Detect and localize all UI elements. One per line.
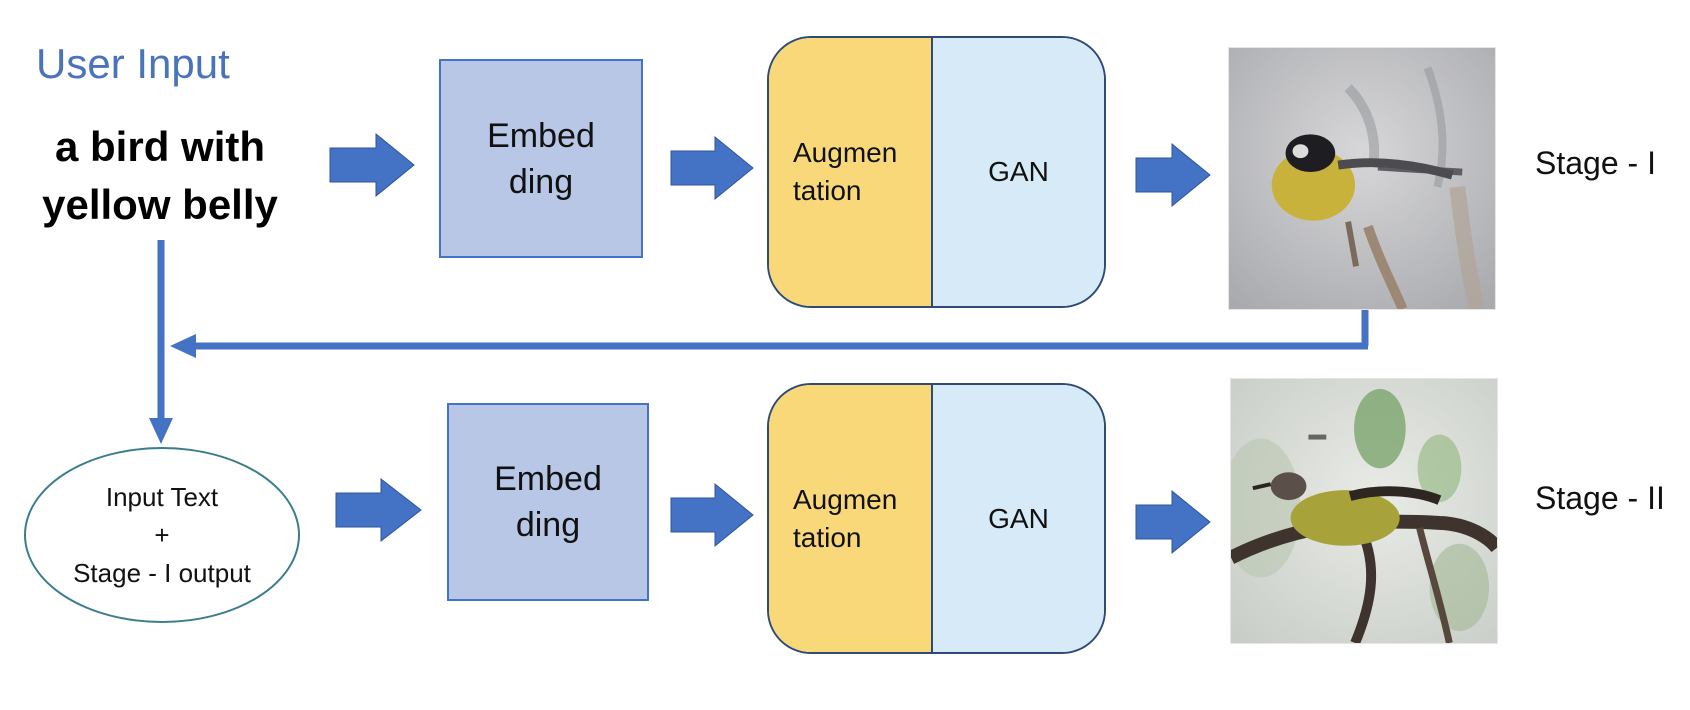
augmentation-label-line-1: Augmen — [793, 137, 898, 168]
augmentation-label-line-2: tation — [793, 521, 862, 553]
generated-bird-image-stage-1 — [1228, 47, 1496, 310]
augmentation-label-line-1: Augmen — [793, 483, 898, 515]
embedding-box-stage-1: Embed ding — [439, 59, 643, 258]
gan-block-stage-2: Augmen tation GAN — [767, 383, 1106, 654]
generated-bird-image-stage-2 — [1230, 378, 1498, 644]
user-input-text: a bird with yellow belly — [20, 118, 300, 234]
user-input-line-1: a bird with — [55, 123, 265, 170]
arrow-gan-to-image-1 — [1135, 142, 1211, 208]
gan-block-stage-1: Augmen tation GAN — [767, 36, 1106, 308]
embedding-label-line-1: Embed — [487, 116, 595, 155]
augmentation-panel-stage-1: Augmen tation — [769, 38, 933, 306]
user-input-title: User Input — [36, 40, 230, 87]
arrowhead-input-down — [149, 418, 173, 444]
arrowhead-feedback — [170, 334, 196, 358]
embedding-label-line-1: Embed — [494, 460, 602, 498]
embedding-label-line-2: ding — [508, 162, 574, 201]
user-input-line-2: yellow belly — [42, 181, 278, 228]
stage-label-1: Stage - I — [1535, 145, 1656, 181]
gan-label-stage-1: GAN — [988, 156, 1049, 187]
augmentation-label-line-2: tation — [793, 175, 862, 206]
input-text-stage-1-output-oval: Input Text + Stage - I output — [24, 447, 300, 623]
gan-panel-stage-1: GAN — [933, 38, 1104, 306]
arrow-embedding-to-gan-1 — [670, 135, 754, 201]
arrow-input-to-embedding-1 — [329, 132, 415, 198]
stage-label-2: Stage - II — [1535, 480, 1665, 516]
augmentation-panel-stage-2: Augmen tation — [769, 385, 933, 652]
oval-line-2: + — [154, 520, 170, 550]
embedding-box-stage-2: Embed ding — [447, 403, 649, 601]
arrow-gan-to-image-2 — [1135, 489, 1211, 555]
arrow-embedding-to-gan-2 — [670, 482, 754, 548]
gan-panel-stage-2: GAN — [933, 385, 1104, 652]
oval-line-1: Input Text — [105, 482, 219, 512]
oval-line-3: Stage - I output — [73, 558, 251, 588]
arrow-oval-to-embedding-2 — [335, 477, 422, 543]
embedding-label-line-2: ding — [515, 506, 581, 544]
gan-label-stage-2: GAN — [988, 502, 1049, 534]
